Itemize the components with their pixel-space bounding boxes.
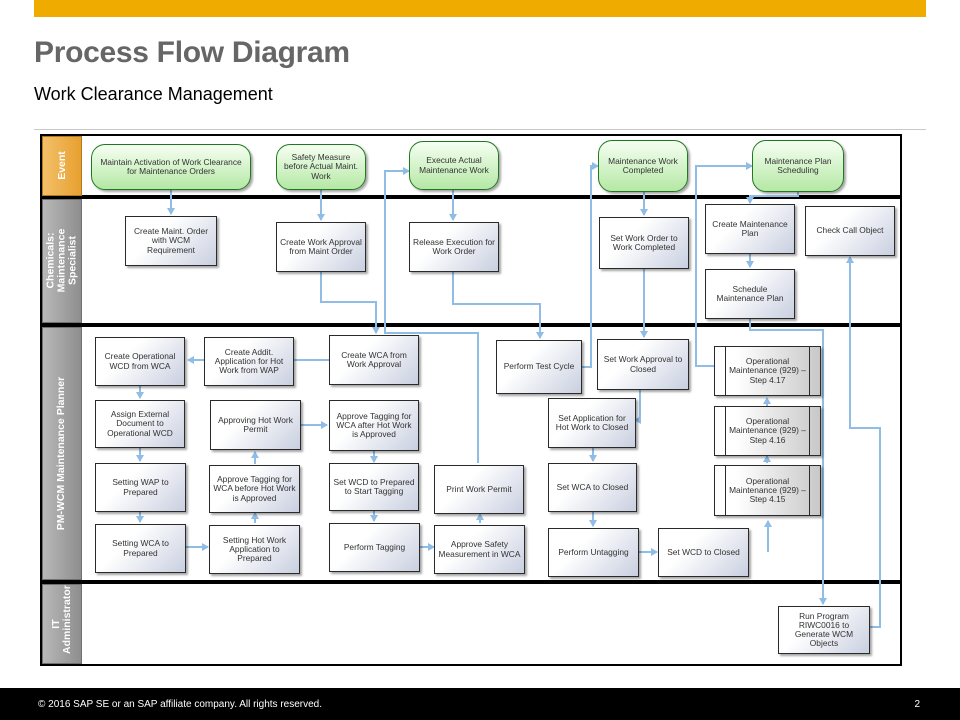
connector-c6-i1 [749, 319, 827, 605]
subprocess-step-4-17[interactable]: Operational Maintenance (929) – Step 4.1… [714, 346, 821, 396]
lane-event-frame [40, 134, 902, 197]
box-perform-untagging[interactable]: Perform Untagging [548, 528, 639, 577]
title-divider [34, 129, 926, 130]
box-approve-tagging-after[interactable]: Approve Tagging for WCA after Hot Work i… [329, 400, 419, 451]
box-create-wca[interactable]: Create WCA from Work Approval [329, 335, 419, 385]
lane-it-frame [40, 582, 902, 666]
page-number: 2 [914, 699, 920, 710]
box-set-wcd-closed[interactable]: Set WCD to Closed [658, 528, 749, 577]
lane-pm-frame [40, 325, 902, 582]
subprocess-step-4-15[interactable]: Operational Maintenance (929) – Step 4.1… [714, 465, 821, 516]
connector-i1-c7 [846, 256, 881, 628]
box-create-maintenance-plan[interactable]: Create Maintenance Plan [705, 204, 795, 254]
box-perform-tagging[interactable]: Perform Tagging [329, 523, 420, 572]
event-safety-measure[interactable]: Safety Measure before Actual Maint. Work [276, 144, 366, 190]
box-assign-external-document[interactable]: Assign External Document to Operational … [95, 400, 185, 448]
box-create-maint-order[interactable]: Create Maint. Order with WCM Requirement [125, 216, 217, 266]
box-setting-wap-prepared[interactable]: Setting WAP to Prepared [95, 463, 186, 512]
box-approve-safety-measurement[interactable]: Approve Safety Measurement in WCA [434, 525, 525, 574]
box-setting-hot-work-application[interactable]: Setting Hot Work Application to Prepared [209, 525, 300, 574]
box-print-work-permit[interactable]: Print Work Permit [434, 465, 524, 514]
page-title: Process Flow Diagram [34, 36, 350, 69]
brand-bar [34, 0, 926, 17]
box-perform-test-cycle[interactable]: Perform Test Cycle [496, 340, 582, 394]
box-set-wca-closed[interactable]: Set WCA to Closed [548, 463, 637, 512]
box-create-addit-application[interactable]: Create Addit. Application for Hot Work f… [204, 337, 294, 386]
lane-chem-frame [40, 197, 902, 325]
connector-c2-p3 [320, 272, 380, 334]
lane-label-event: Event [42, 136, 82, 196]
subprocess-step-4-16[interactable]: Operational Maintenance (929) – Step 4.1… [714, 406, 821, 456]
connector-e5-c5 [746, 192, 799, 204]
box-run-program[interactable]: Run Program RIWC0016 to Generate WCM Obj… [778, 606, 870, 654]
box-set-work-order-completed[interactable]: Set Work Order to Work Completed [599, 217, 689, 269]
box-set-work-approval-closed[interactable]: Set Work Approval to Closed [597, 339, 689, 390]
lane-label-it: IT Administrator [42, 584, 82, 664]
connector-s1-e5 [695, 162, 753, 367]
box-schedule-maintenance-plan[interactable]: Schedule Maintenance Plan [705, 269, 795, 319]
box-setting-wca-prepared[interactable]: Setting WCA to Prepared [95, 524, 186, 573]
box-approve-tagging-before[interactable]: Approve Tagging for WCA before Hot Work … [209, 465, 300, 513]
box-release-execution[interactable]: Release Execution for Work Order [409, 222, 499, 272]
connector-p5-p9 [634, 390, 641, 424]
event-execute-maintenance[interactable]: Execute Actual Maintenance Work [409, 141, 499, 190]
box-check-call-object[interactable]: Check Call Object [805, 206, 895, 256]
box-create-work-approval[interactable]: Create Work Approval from Maint Order [276, 222, 366, 272]
lane-label-pm: PM-WCM Maintenance Planner [42, 327, 82, 580]
connector-c3-p4 [452, 272, 544, 339]
box-set-wcd-prepared[interactable]: Set WCD to Prepared to Start Tagging [329, 463, 419, 511]
box-approving-hot-work[interactable]: Approving Hot Work Permit [210, 400, 301, 450]
connector-p4-e4 [582, 162, 599, 368]
box-create-operational-wcd[interactable]: Create Operational WCD from WCA [95, 337, 185, 386]
connector-p13-e3 [384, 167, 479, 463]
page-subtitle: Work Clearance Management [34, 84, 273, 104]
event-maintain-activation[interactable]: Maintain Activation of Work Clearance fo… [91, 144, 251, 190]
event-plan-scheduling[interactable]: Maintenance Plan Scheduling [752, 140, 844, 192]
footer-copyright: © 2016 SAP SE or an SAP affiliate compan… [38, 699, 323, 710]
lane-label-chem: Chemicals: Maintenance Specialist [42, 199, 82, 323]
event-maintenance-completed[interactable]: Maintenance Work Completed [598, 140, 688, 192]
footer: © 2016 SAP SE or an SAP affiliate compan… [0, 688, 960, 720]
box-set-hot-work-closed[interactable]: Set Application for Hot Work to Closed [548, 398, 636, 448]
